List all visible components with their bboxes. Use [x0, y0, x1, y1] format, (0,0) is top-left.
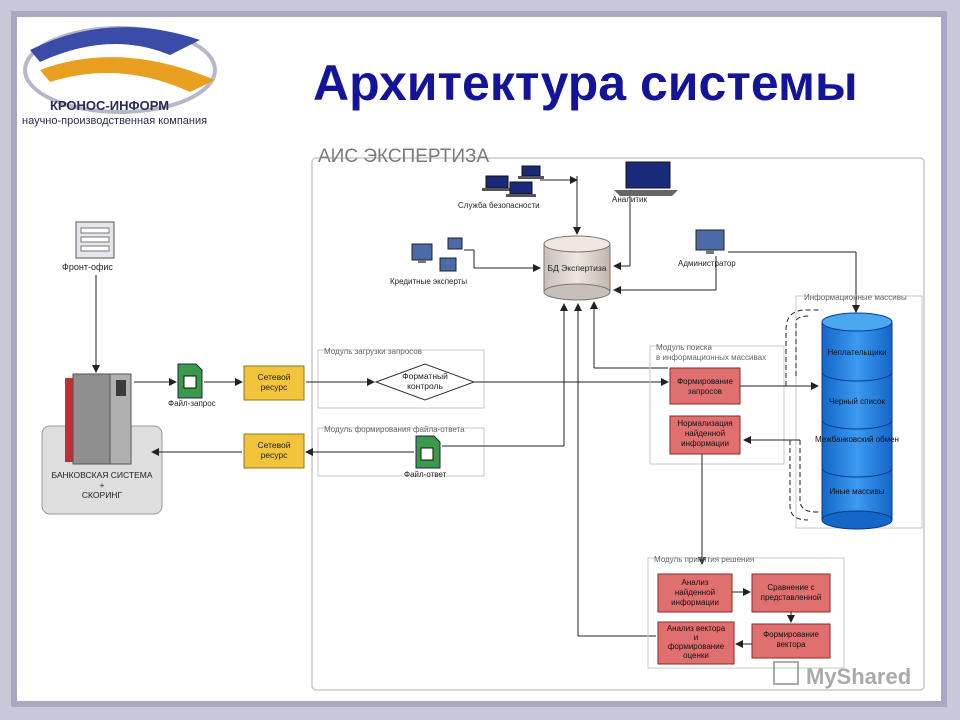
vector-analysis-1: Анализ вектора: [667, 624, 726, 633]
vector-analysis-3: формирование: [668, 642, 725, 651]
array-interbank: Межбанковский обмен: [815, 435, 899, 444]
compare-1: Сравнение с: [767, 583, 814, 592]
vector-analysis-2: и: [694, 633, 698, 642]
file-request-label: Файл-запрос: [168, 399, 216, 408]
normalization-2: найденной: [685, 429, 725, 438]
decision-module-box: [647, 557, 845, 669]
form-requests-1: Формирование: [677, 377, 733, 386]
net-res-top-2: ресурс: [261, 382, 289, 392]
array-debtors: Неплательщики: [827, 348, 886, 357]
ais-title: АИС ЭКСПЕРТИЗА: [318, 146, 489, 167]
form-requests-2: запросов: [688, 387, 722, 396]
company-logo: КРОНОС-ИНФОРМ научно-производственная ко…: [22, 26, 217, 127]
security-laptops-icon: [482, 165, 544, 197]
search-module-label-1: Модуль поиска: [656, 343, 713, 352]
admin-pc-icon: [695, 229, 725, 254]
ais-boundary: [311, 157, 925, 691]
page-title: Архитектура системы: [313, 55, 858, 111]
network-resource-top: [243, 365, 305, 401]
analysis-found-box: [657, 573, 733, 613]
front-office-label: Фронт-офис: [62, 262, 113, 272]
db-cylinder: [543, 235, 611, 301]
file-request-icon: [177, 363, 203, 399]
analyst-laptop-icon: [614, 161, 678, 196]
admin-label: Администратор: [678, 259, 736, 268]
bank-system-label-1: БАНКОВСКАЯ СИСТЕМА: [51, 470, 152, 480]
load-module-box: [317, 349, 485, 409]
bank-system-label-3: СКОРИНГ: [82, 490, 123, 500]
compare-2: представленной: [761, 593, 822, 602]
analysis-found-3: информации: [671, 598, 719, 607]
normalization-3: информации: [681, 439, 729, 448]
vector-analysis-4: оценки: [683, 651, 709, 660]
info-arrays-label: Информационные массивы: [804, 293, 907, 302]
watermark: MyShared: [773, 661, 911, 689]
server-icon: [65, 373, 132, 465]
vector-form-box: [751, 623, 831, 659]
normalization-1: Нормализация: [677, 419, 732, 428]
file-response-icon: [415, 435, 441, 469]
watermark-text: MyShared: [806, 664, 911, 689]
compare-box: [751, 573, 831, 613]
normalization-box: [669, 415, 741, 455]
form-requests-box: [669, 367, 741, 405]
net-res-bottom-2: ресурс: [261, 450, 289, 460]
search-module-box: [649, 345, 785, 465]
logo-name: КРОНОС-ИНФОРМ: [50, 98, 169, 113]
info-arrays-cylinder: [821, 312, 893, 530]
response-module-label: Модуль формирования файла-ответа: [324, 425, 465, 434]
array-blacklist: Черный список: [829, 397, 885, 406]
logo-tagline: научно-производственная компания: [22, 115, 207, 127]
credit-experts-label: Кредитные эксперты: [390, 277, 467, 286]
analysis-found-2: найденной: [675, 588, 715, 597]
security-label: Служба безопасности: [458, 201, 540, 210]
net-res-bottom-1: Сетевой: [257, 440, 290, 450]
search-module-label-2: в информационных массивах: [656, 353, 766, 362]
front-office-icon: [75, 221, 115, 259]
network-resource-bottom: [243, 433, 305, 469]
analysis-found-1: Анализ: [681, 578, 708, 587]
format-control-1: Форматный: [402, 371, 448, 381]
file-response-label: Файл-ответ: [404, 470, 447, 479]
load-module-label: Модуль загрузки запросов: [324, 347, 422, 356]
db-label: БД Экспертиза: [547, 263, 606, 273]
vector-analysis-box: [657, 621, 735, 665]
net-res-top-1: Сетевой: [257, 372, 290, 382]
vector-form-1: Формирование: [763, 630, 819, 639]
bank-system-label-2: +: [100, 480, 105, 490]
vector-form-2: вектора: [776, 640, 806, 649]
credit-experts-pc-icon: [411, 237, 463, 272]
format-control-2: контроль: [407, 381, 443, 391]
decision-module-label: Модуль принятия решения: [654, 555, 754, 564]
array-other: Иные массивы: [829, 487, 884, 496]
